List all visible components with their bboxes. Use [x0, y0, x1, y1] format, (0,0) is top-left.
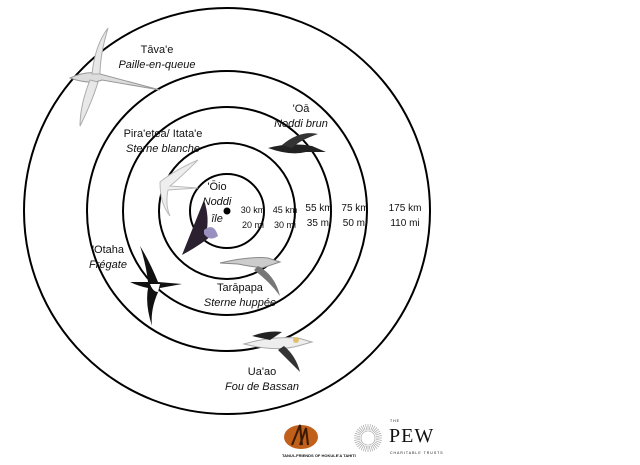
- sunburst-ray: [362, 424, 366, 431]
- mi: 35 mi: [306, 218, 332, 229]
- sunburst-ray: [360, 425, 365, 432]
- native-name: Tāva'e: [140, 44, 174, 56]
- mi: 50 mi: [342, 218, 368, 229]
- sunburst-ray: [375, 440, 382, 444]
- sunburst-ray: [354, 440, 361, 444]
- native-name: 'Ōio: [207, 181, 227, 193]
- sunburst-ray: [354, 435, 361, 437]
- native-name: 'Oā: [292, 103, 310, 115]
- sunburst-ray: [374, 430, 381, 435]
- sunburst-ray: [370, 445, 374, 452]
- sunburst-ray: [372, 427, 378, 433]
- tanui-logo-caption: TANUI–FRIENDS OF HOKULE'A TAHITI: [282, 453, 356, 458]
- sunburst-ray: [358, 427, 364, 433]
- ring-distance-45: 45 km 30 mi: [273, 203, 298, 233]
- ring-55km: [122, 106, 332, 316]
- ring-30km: [189, 173, 265, 249]
- native-name: Pira'etea/ Itata'e: [123, 128, 203, 140]
- french-name: Noddi: [202, 196, 232, 208]
- km: 45 km: [272, 205, 298, 215]
- ring-75km: [86, 70, 368, 352]
- ring-distance-75: 75 km 50 mi: [341, 201, 368, 231]
- sunburst-ray: [358, 443, 364, 449]
- tanui-logo: [284, 424, 318, 449]
- sunburst-ray: [371, 444, 376, 451]
- tropicbird-image: [68, 27, 161, 127]
- brown-noddy-image: [268, 133, 326, 154]
- sunburst-ray: [365, 424, 367, 431]
- km: 175 km: [388, 203, 422, 214]
- pew-the: THE: [390, 419, 400, 423]
- white-tern-image: [159, 159, 199, 217]
- native-name: 'Otaha: [91, 244, 125, 256]
- french-name: Sterne blanche: [126, 143, 200, 155]
- mi: 110 mi: [390, 218, 420, 229]
- french-name: Paille-en-queue: [118, 59, 196, 71]
- sunburst-ray: [369, 424, 371, 431]
- sunburst-ray: [354, 439, 361, 441]
- sunburst-ray: [371, 425, 376, 432]
- km: 30 km: [240, 205, 266, 215]
- sunburst-ray: [372, 443, 378, 449]
- ring-distance-175: 175 km 110 mi: [389, 201, 422, 231]
- french-name: Frégate: [89, 259, 127, 271]
- native-name: Tarāpapa: [217, 282, 263, 294]
- sunburst-ray: [375, 435, 382, 437]
- ring-distance-55: 55 km 35 mi: [305, 201, 332, 231]
- island-dot: [223, 207, 231, 215]
- crested-tern-image: [219, 257, 282, 296]
- sunburst-ray: [374, 441, 381, 446]
- pew-logo-subtitle: CHARITABLE TRUSTS: [390, 451, 444, 455]
- sunburst-ray: [360, 444, 365, 451]
- sunburst-ray: [357, 442, 363, 448]
- sunburst-ray: [373, 428, 379, 434]
- sunburst-ray: [357, 428, 363, 434]
- noddy-image: [182, 200, 218, 255]
- french-name: Noddi brun: [274, 118, 328, 130]
- island-label: île: [211, 213, 223, 225]
- pew-sunburst-logo: [354, 424, 382, 452]
- sunburst-ray: [369, 445, 371, 452]
- sunburst-ray: [375, 432, 382, 436]
- km: 55 km: [305, 203, 333, 214]
- sunburst-ray: [373, 442, 379, 448]
- ring-175km: [23, 7, 431, 415]
- sunburst-ray: [365, 445, 367, 452]
- sunburst-ray: [375, 439, 382, 441]
- sunburst-ray: [362, 445, 366, 452]
- native-name: Ua'ao: [247, 366, 277, 378]
- sunburst-ray: [355, 441, 362, 446]
- sunburst-ray: [355, 430, 362, 435]
- pew-logo-text: PEW: [389, 425, 435, 447]
- ring-45km: [158, 142, 296, 280]
- mi: 20 mi: [241, 220, 265, 230]
- sunburst-ray: [354, 432, 361, 436]
- french-name: Fou de Bassan: [225, 381, 299, 393]
- km: 75 km: [341, 203, 369, 214]
- mi: 30 mi: [273, 220, 297, 230]
- ring-distance-30: 30 km 20 mi: [241, 203, 266, 233]
- frigatebird-image: [130, 246, 182, 326]
- gannet-image: [242, 331, 314, 372]
- french-name: Sterne huppée: [203, 297, 277, 309]
- sunburst-ray: [370, 424, 374, 431]
